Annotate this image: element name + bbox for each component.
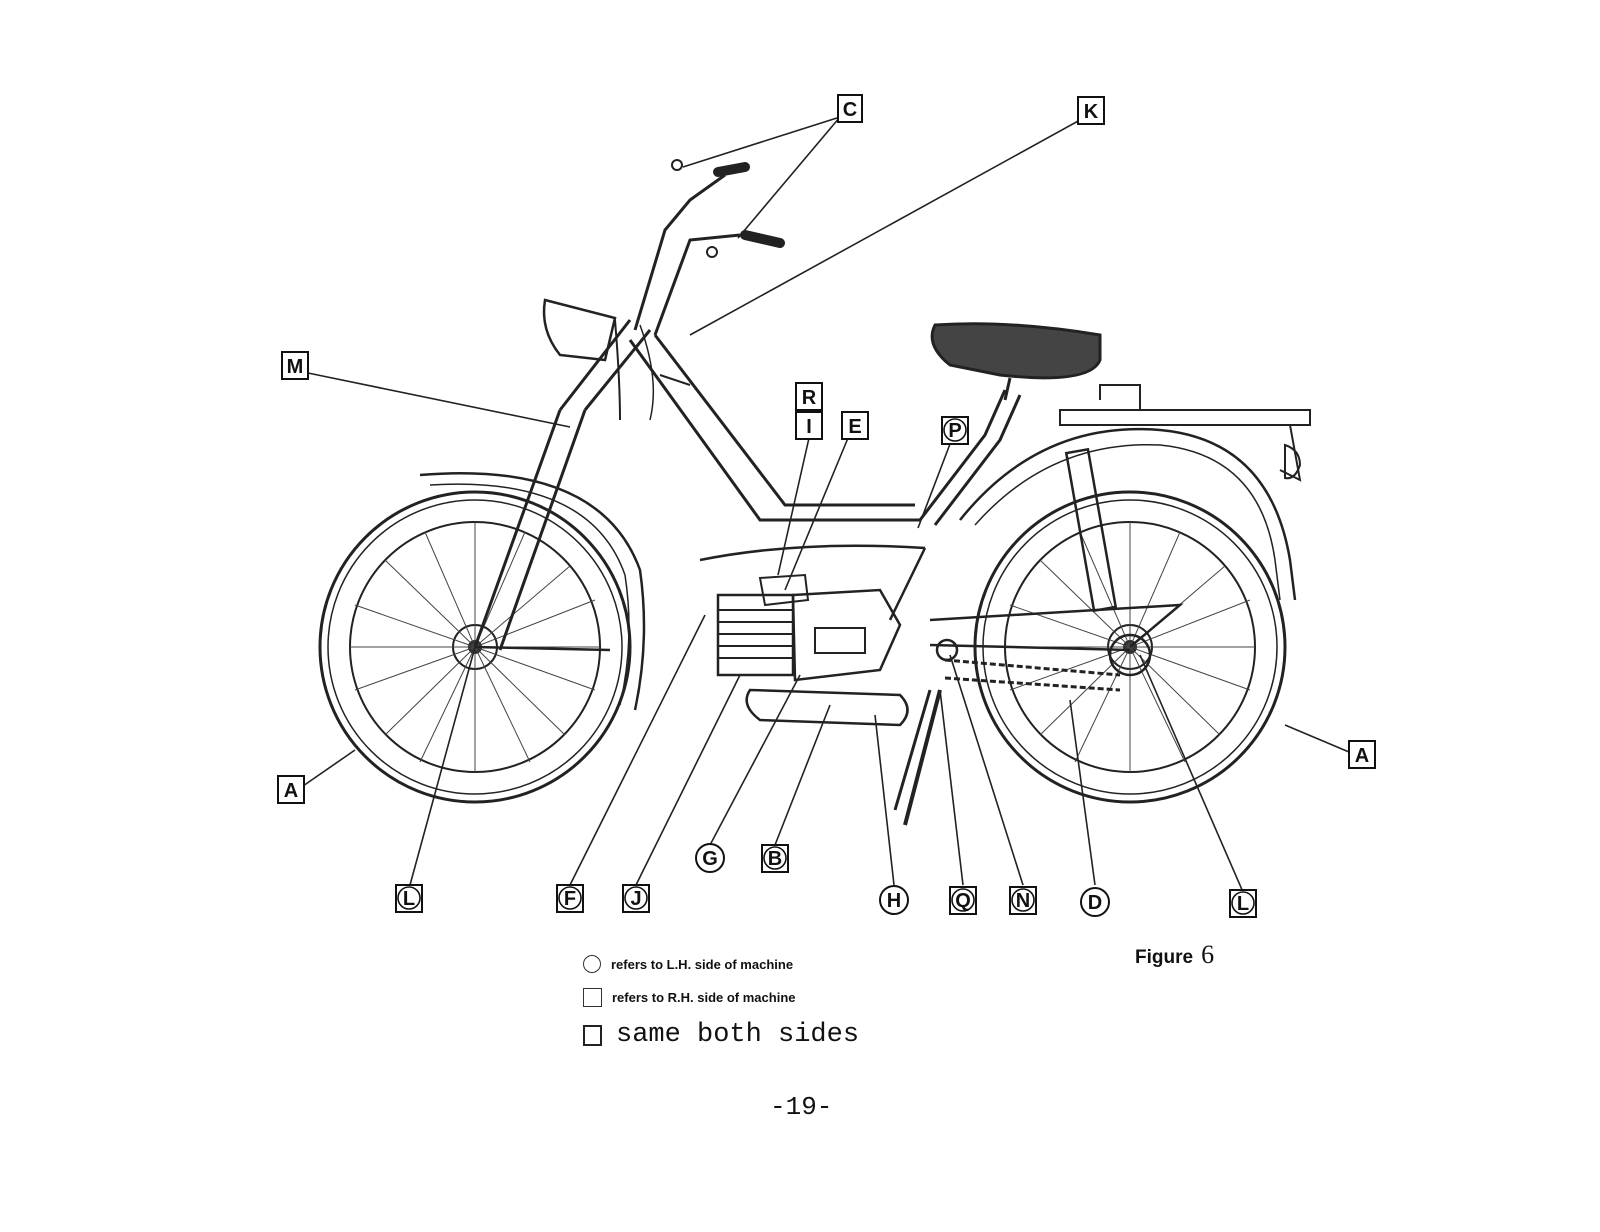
legend-lh-text: refers to L.H. side of machine (611, 956, 794, 972)
svg-text:P: P (948, 420, 961, 442)
svg-text:R: R (802, 387, 817, 409)
svg-text:N: N (1016, 890, 1030, 912)
callout-D: D (1080, 887, 1110, 917)
circle-symbol-icon (583, 955, 601, 973)
callout-G: G (695, 843, 725, 873)
leader-lines (302, 116, 1350, 893)
both-sides-symbol-icon (583, 1024, 602, 1046)
legend-both: same both sides (583, 1020, 859, 1050)
legend-rh: refers to R.H. side of machine (583, 988, 796, 1007)
handlebars (614, 159, 785, 421)
rear-lamp (1284, 443, 1302, 480)
svg-text:A: A (284, 780, 298, 802)
legend-lh: refers to L.H. side of machine (583, 955, 793, 973)
svg-text:C: C (843, 99, 857, 121)
callout-I: I (795, 411, 823, 440)
callout-A-left: A (277, 775, 305, 804)
front-wheel (318, 471, 646, 804)
figure-label: Figure (1135, 947, 1194, 968)
svg-text:D: D (1088, 892, 1102, 914)
callout-A-right: A (1348, 740, 1376, 769)
seat (930, 322, 1102, 380)
figure-number: 6 (1201, 940, 1215, 969)
svg-text:L: L (1237, 893, 1249, 915)
svg-text:F: F (564, 888, 576, 910)
svg-text:I: I (806, 416, 812, 438)
page-number: -19- (770, 1092, 833, 1122)
legend-both-text: same both sides (616, 1020, 860, 1050)
callout-J: J (622, 884, 650, 913)
callout-Q: Q (949, 886, 977, 915)
svg-text:J: J (630, 888, 641, 910)
callout-B: B (761, 844, 789, 873)
legend-rh-text: refers to R.H. side of machine (612, 990, 796, 1005)
svg-text:E: E (848, 416, 861, 438)
square-symbol-icon (583, 988, 602, 1007)
callout-L-left: L (395, 884, 423, 913)
engine (716, 547, 959, 826)
svg-text:H: H (887, 890, 901, 912)
callout-C: C (837, 94, 863, 123)
callout-H: H (879, 885, 909, 915)
callout-L-right: L (1229, 889, 1257, 918)
callout-M: M (281, 351, 309, 380)
callout-N: N (1009, 886, 1037, 915)
svg-text:L: L (403, 888, 415, 910)
svg-text:M: M (287, 356, 304, 378)
callout-R: R (795, 382, 823, 411)
svg-text:B: B (768, 848, 782, 870)
svg-text:K: K (1084, 101, 1099, 123)
callout-E: E (841, 411, 869, 440)
callout-F: F (556, 884, 584, 913)
figure-caption: Figure 6 (1135, 940, 1214, 970)
svg-text:A: A (1355, 745, 1369, 767)
frame (628, 334, 1311, 692)
headlamp (542, 298, 617, 362)
svg-text:Q: Q (955, 890, 971, 912)
callout-P: P (941, 416, 969, 445)
svg-text:G: G (702, 848, 718, 870)
callout-K: K (1077, 96, 1105, 125)
